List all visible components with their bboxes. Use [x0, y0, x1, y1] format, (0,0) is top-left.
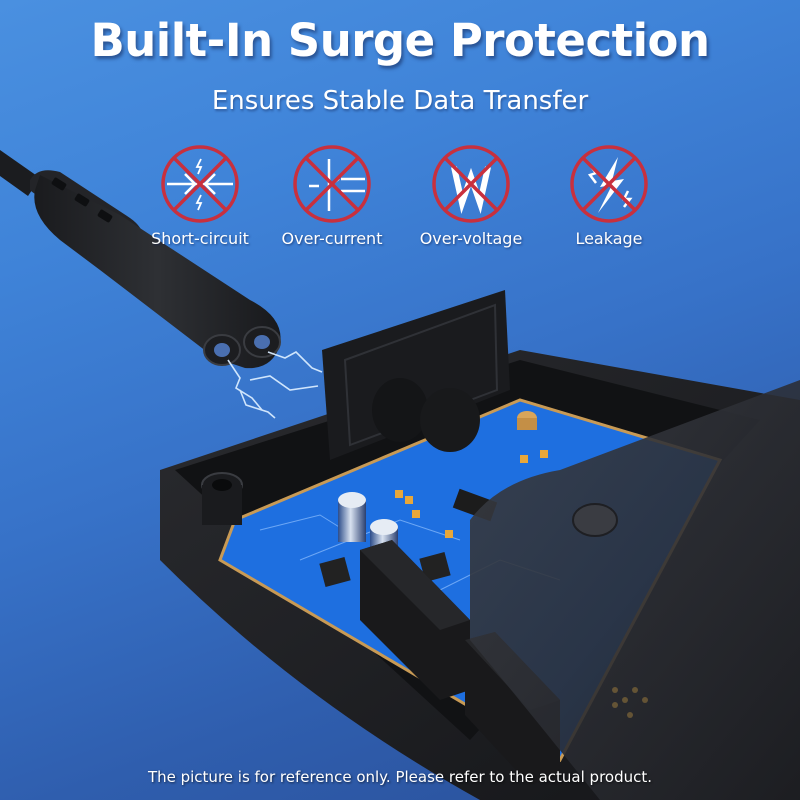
protection-leakage: Leakage	[549, 143, 669, 248]
short-circuit-prohibited-icon	[161, 145, 239, 223]
page-subtitle: Ensures Stable Data Transfer	[211, 86, 589, 116]
over-voltage-prohibited-icon	[432, 145, 510, 223]
protection-short-circuit: Short-circuit	[140, 143, 260, 248]
power-plug	[0, 150, 281, 369]
electric-spark	[227, 351, 323, 419]
protection-label: Over-current	[281, 229, 383, 248]
over-current-prohibited-icon	[293, 145, 371, 223]
device-case	[160, 290, 800, 800]
protection-over-current: Over-current	[272, 143, 392, 248]
protection-over-voltage: Over-voltage	[411, 143, 531, 248]
leakage-prohibited-icon	[570, 145, 648, 223]
protection-label: Leakage	[575, 229, 643, 248]
protection-label: Over-voltage	[419, 229, 523, 248]
protection-label: Short-circuit	[151, 229, 249, 248]
disclaimer-text: The picture is for reference only. Pleas…	[147, 768, 653, 786]
page-title: Built-In Surge Protection	[90, 14, 710, 67]
